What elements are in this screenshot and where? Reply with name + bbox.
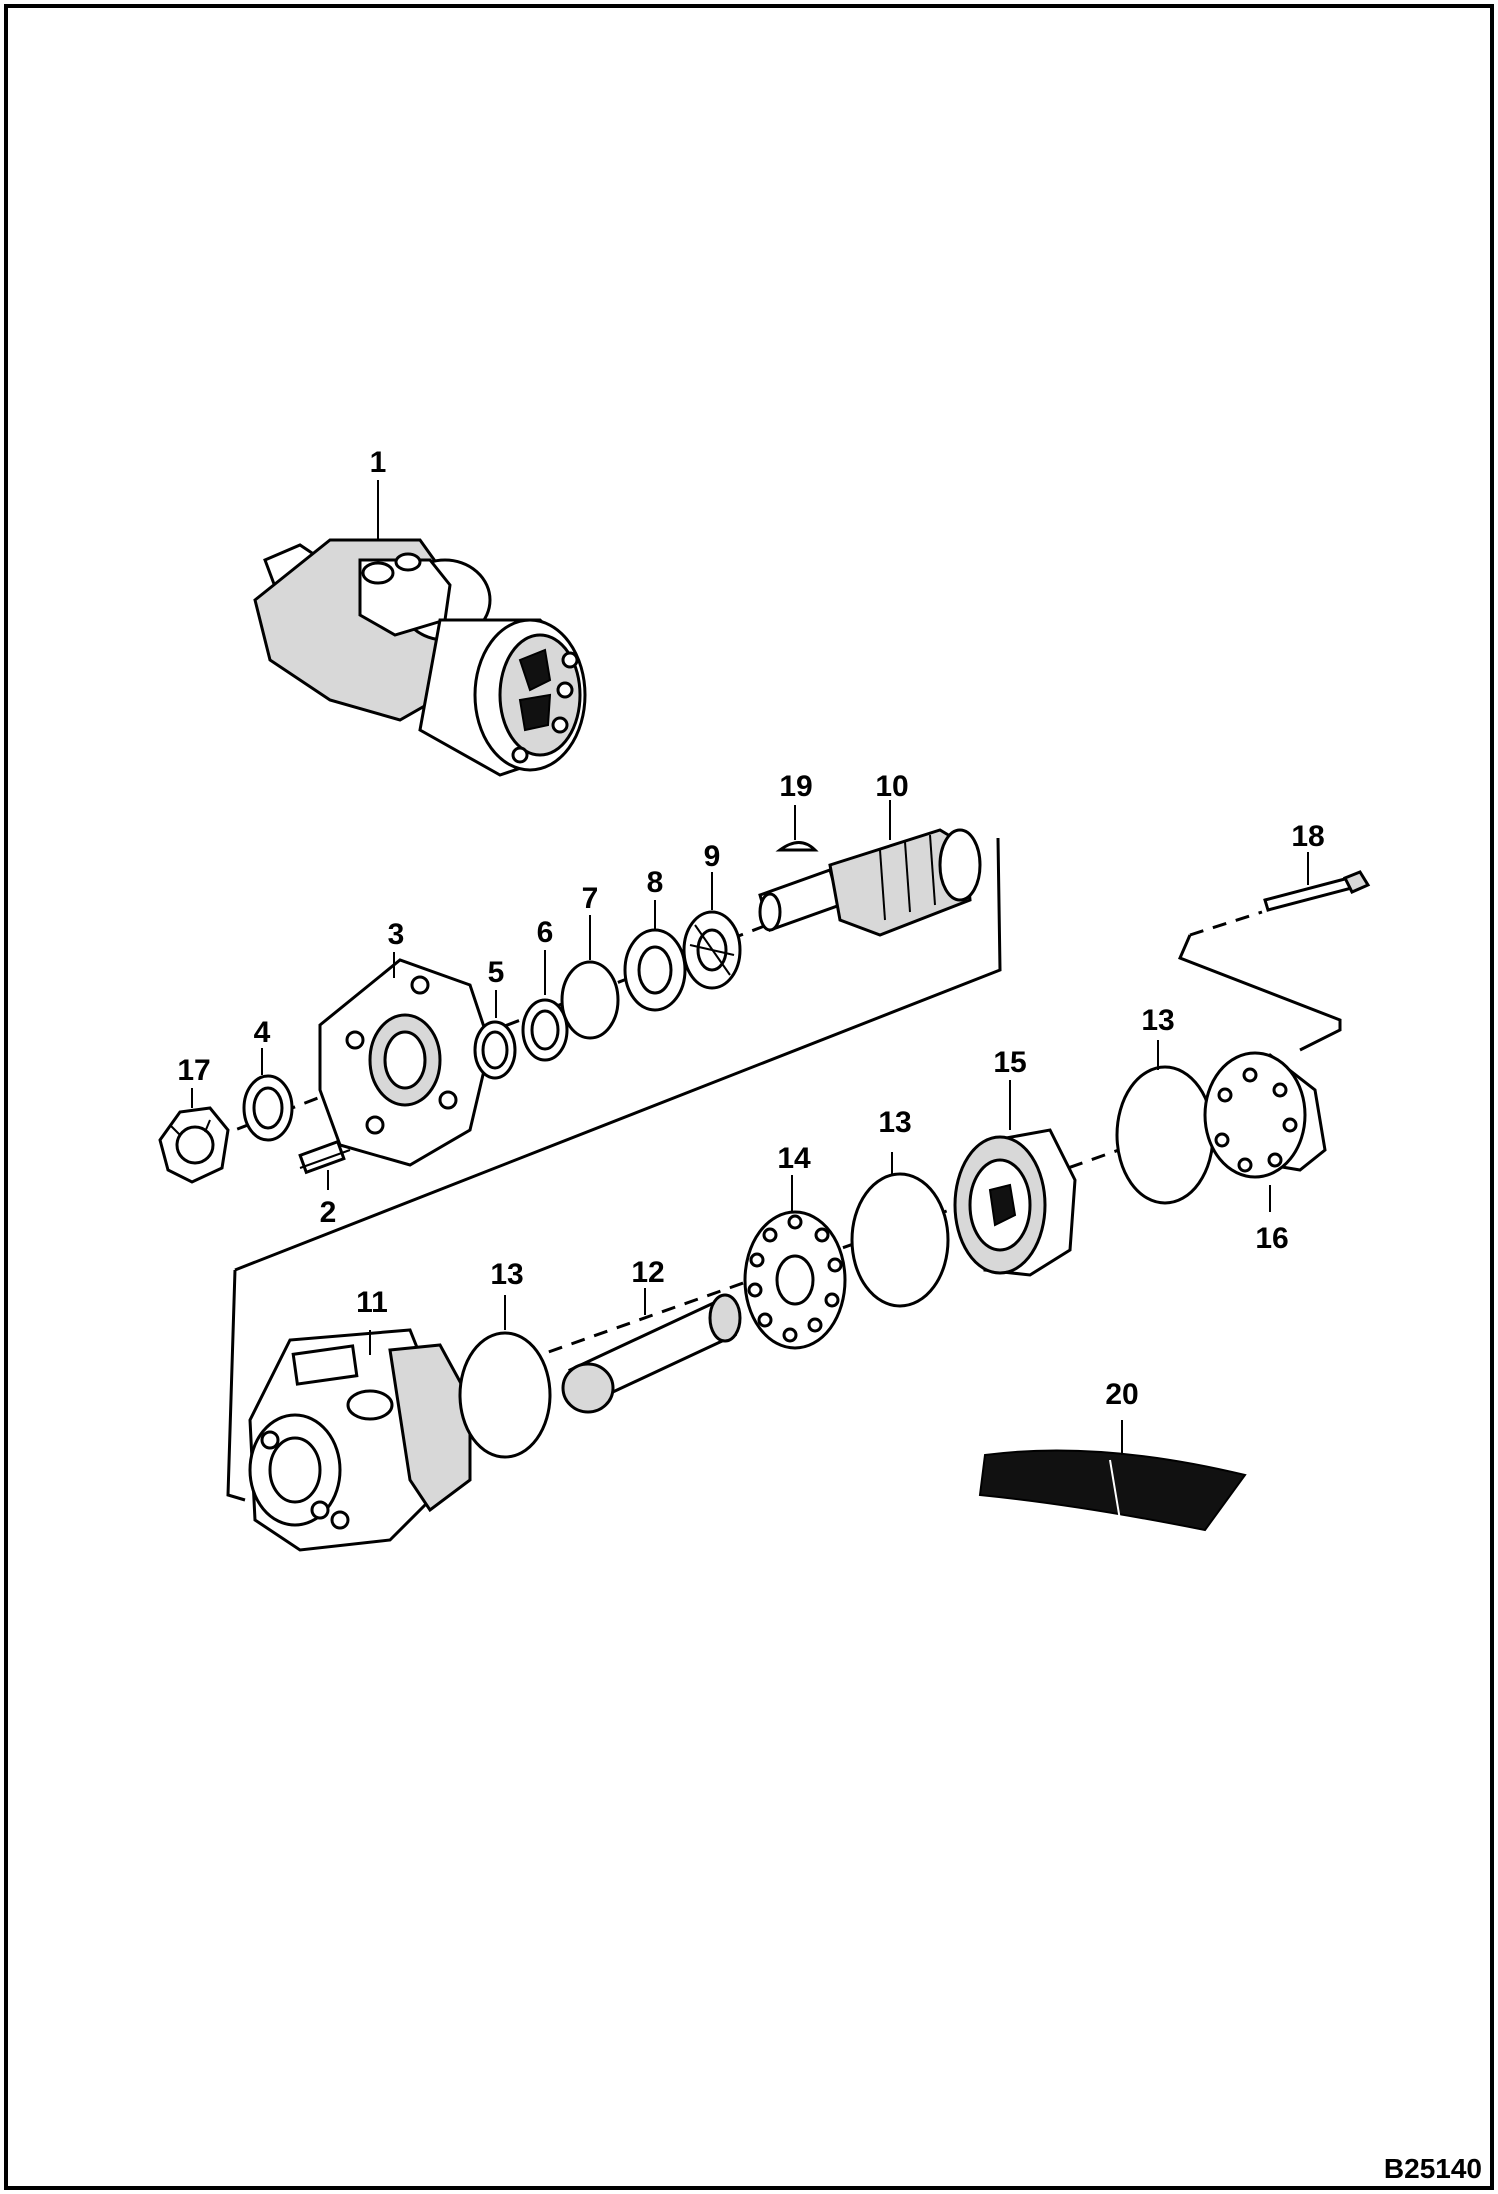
callout-1: 1 — [370, 446, 387, 479]
callout-20: 20 — [1105, 1378, 1138, 1411]
part-15-gerotor-set — [953, 1128, 1077, 1277]
group-bracket-lower — [226, 1269, 246, 1502]
part-18-bolt — [1263, 870, 1371, 912]
callout-12: 12 — [631, 1256, 664, 1289]
callout-13-left: 13 — [490, 1258, 523, 1291]
callout-15: 15 — [993, 1046, 1026, 1079]
callout-18: 18 — [1291, 820, 1324, 853]
callout-4: 4 — [254, 1016, 271, 1049]
part-5-snap-ring — [473, 1020, 517, 1080]
callout-11: 11 — [356, 1286, 388, 1319]
part-17-castle-nut — [158, 1106, 230, 1184]
part-6-washer — [521, 998, 569, 1062]
part-3-end-cover — [318, 958, 492, 1167]
callout-2: 2 — [320, 1196, 337, 1229]
part-11-housing — [248, 1328, 472, 1552]
callout-14: 14 — [777, 1142, 811, 1175]
callout-13-right: 13 — [1141, 1004, 1174, 1037]
callout-19: 19 — [779, 770, 812, 803]
part-19-woodruff-key — [775, 841, 819, 852]
part-1-motor-assembly — [253, 538, 587, 777]
callout-6: 6 — [537, 916, 554, 949]
part-20-seal-kit — [978, 1449, 1247, 1532]
part-8-bearing — [623, 928, 687, 1012]
part-2-stud — [298, 1139, 351, 1175]
figure-reference-id: B25140 — [1384, 2153, 1482, 2184]
callout-8: 8 — [647, 866, 664, 899]
part-16-end-cap — [1203, 1051, 1327, 1179]
callout-7: 7 — [582, 882, 599, 915]
part-14-wear-plate — [743, 1210, 847, 1350]
callout-17: 17 — [177, 1054, 210, 1087]
callout-13-middle: 13 — [878, 1106, 911, 1139]
page-border — [4, 4, 1494, 2190]
callout-9: 9 — [704, 840, 721, 873]
callout-3: 3 — [388, 918, 405, 951]
part-7-o-ring — [560, 960, 620, 1040]
part-10-output-shaft — [758, 828, 982, 937]
group-bracket-upper — [234, 837, 1002, 1272]
part-9-thrust-bearing — [682, 910, 742, 990]
part-13-o-ring-left — [458, 1331, 552, 1459]
callout-16: 16 — [1255, 1222, 1288, 1255]
part-13-o-ring-right — [1115, 1065, 1215, 1205]
callout-10: 10 — [875, 770, 908, 803]
callout-5: 5 — [488, 956, 505, 989]
bolt-axis — [1189, 910, 1263, 937]
part-12-drive-link — [561, 1293, 742, 1414]
part-13-o-ring-middle — [850, 1172, 950, 1308]
leader-lines — [191, 800, 1309, 1455]
group-bracket-right — [1178, 934, 1342, 1052]
part-4-seal — [242, 1074, 294, 1142]
